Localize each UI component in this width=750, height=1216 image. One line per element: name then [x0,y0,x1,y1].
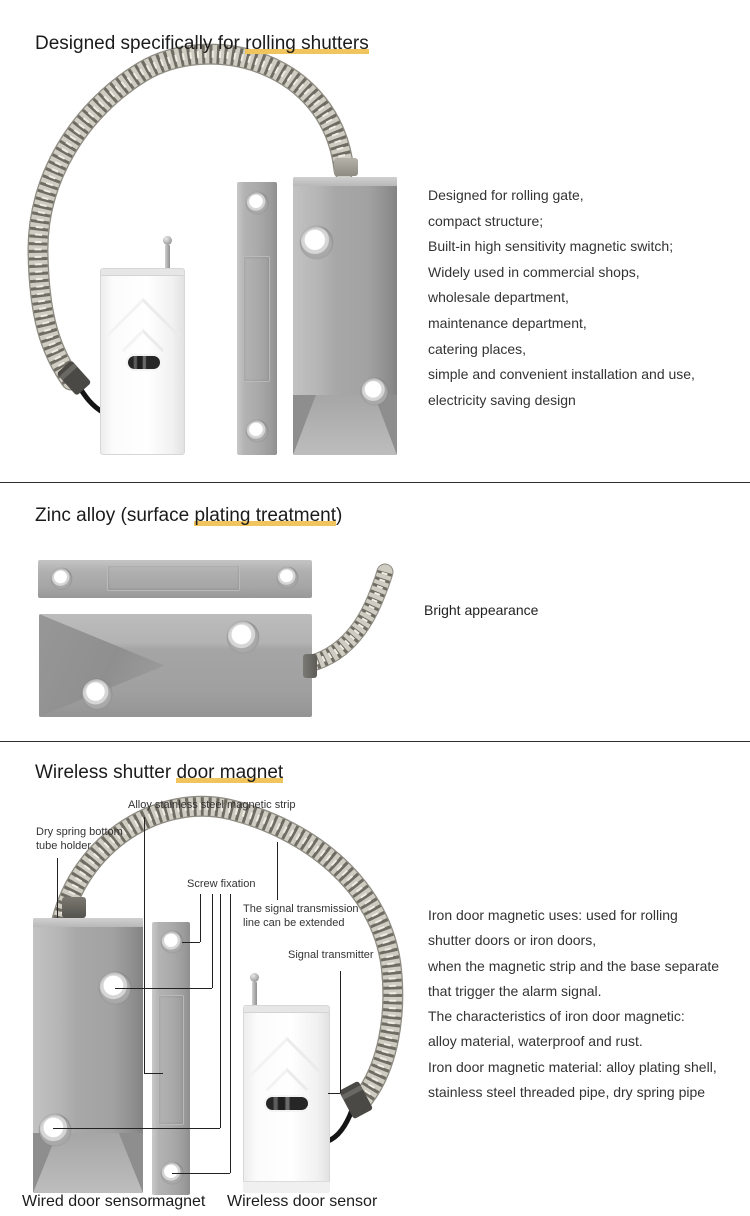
feature-line: compact structure; [428,212,544,229]
feature-line: catering places, [428,340,527,357]
screw-hole [246,420,268,442]
description-line: Iron door magnetic uses: used for rollin… [428,907,678,923]
label-wireless-door-sensor: Wireless door sensor [227,1193,378,1210]
cable-gland [334,158,358,176]
led-window [128,356,160,369]
wireless-sensor-image [243,1005,330,1193]
wireless-transmitter-image [100,268,185,455]
section1-heading: Designed specifically for rolling shutte… [35,33,369,55]
heading-highlight: door magnet [176,762,284,783]
feature-line: simple and convenient installation and u… [428,366,695,383]
feature-line: Widely used in commercial shops, [428,263,640,280]
feature-line: maintenance department, [428,314,587,331]
callout-screw-fixation: Screw fixation [187,878,256,890]
description-line: when the magnetic strip and the base sep… [428,957,720,974]
block-top-face [293,177,397,186]
block-top-face [33,918,143,927]
sensor-base [243,1181,330,1193]
callout-line [172,1173,230,1174]
callout-line [230,894,231,1173]
wired-sensor-image [39,614,312,717]
heading-highlight: plating treatment [194,505,336,526]
cable-gland [303,654,317,678]
callout-line [200,894,201,942]
callout-line [328,1093,340,1094]
callout-line [340,971,341,1093]
feature-line: Built-in high sensitivity magnetic switc… [428,238,674,255]
callout-line [144,1073,163,1074]
description-line: stainless steel threaded pipe, dry sprin… [428,1084,706,1101]
heading-text: Zinc alloy (surface [35,505,195,526]
heading-suffix: ) [335,505,343,526]
description-line: The characteristics of iron door magneti… [428,1008,685,1025]
callout-tube-holder: Dry spring bottom tube holder [36,826,123,852]
description-line: shutter doors or iron doors, [428,932,597,949]
transmitter-top-edge [101,269,184,276]
callout-line [277,842,278,900]
callout-magnetic-strip: Alloy stainless steel magnetic strip [128,799,296,811]
magnet-strip-image [38,560,312,598]
magnet-recess [243,256,270,382]
magnet-strip-image [237,182,277,455]
screw-hole [361,378,388,405]
callout-line [57,858,58,918]
screw-hole [161,931,183,953]
feature-line: wholesale department, [428,289,569,306]
magnet-recess [158,995,184,1125]
screw-hole [39,1114,71,1146]
section3-description: Iron door magnetic uses: used for rollin… [428,903,719,1105]
label-wired-door-sensor: Wired door sensor [22,1193,153,1210]
transmitter-top-edge [244,1006,329,1013]
description-line: Iron door magnetic material: alloy plati… [428,1058,717,1075]
antenna-tip-icon [163,236,172,245]
callout-signal-transmitter: Signal transmitter [288,949,374,961]
feature-line: electricity saving design [428,391,576,408]
callout-line [115,988,212,989]
screw-hole [227,621,259,653]
antenna-tip-icon [250,973,259,982]
screw-hole [246,192,268,214]
callout-line [220,894,221,1128]
screw-hole [82,679,112,709]
screw-hole [51,568,72,589]
callout-line [212,894,213,988]
label-magnet: magnet [152,1193,206,1210]
section-divider [0,482,750,483]
description-line: alloy material, waterproof and rust. [428,1033,643,1050]
section2-heading: Zinc alloy (surface plating treatment) [35,505,342,527]
wired-sensor-image [33,918,143,1193]
section1-features: Designed for rolling gate, compact struc… [428,183,695,413]
spring-tube-holder [62,897,86,918]
wired-sensor-image [293,177,397,455]
section2-caption: Bright appearance [424,602,539,618]
section3-heading: Wireless shutter door magnet [35,762,284,784]
heading-text: Wireless shutter [35,762,177,783]
heading-highlight: rolling shutters [245,33,369,54]
section-divider [0,741,750,742]
heading-text: Designed specifically for [35,33,246,54]
callout-line [182,942,200,943]
led-window [266,1097,308,1110]
callout-signal-line: The signal transmission line can be exte… [243,903,359,929]
magnet-strip-image [152,922,190,1195]
screw-hole [300,226,333,259]
callout-line [53,1128,220,1129]
feature-line: Designed for rolling gate, [428,187,584,203]
magnet-recess [107,565,240,591]
screw-hole [277,567,298,588]
description-line: that trigger the alarm signal. [428,982,602,999]
callout-line [144,817,145,1073]
